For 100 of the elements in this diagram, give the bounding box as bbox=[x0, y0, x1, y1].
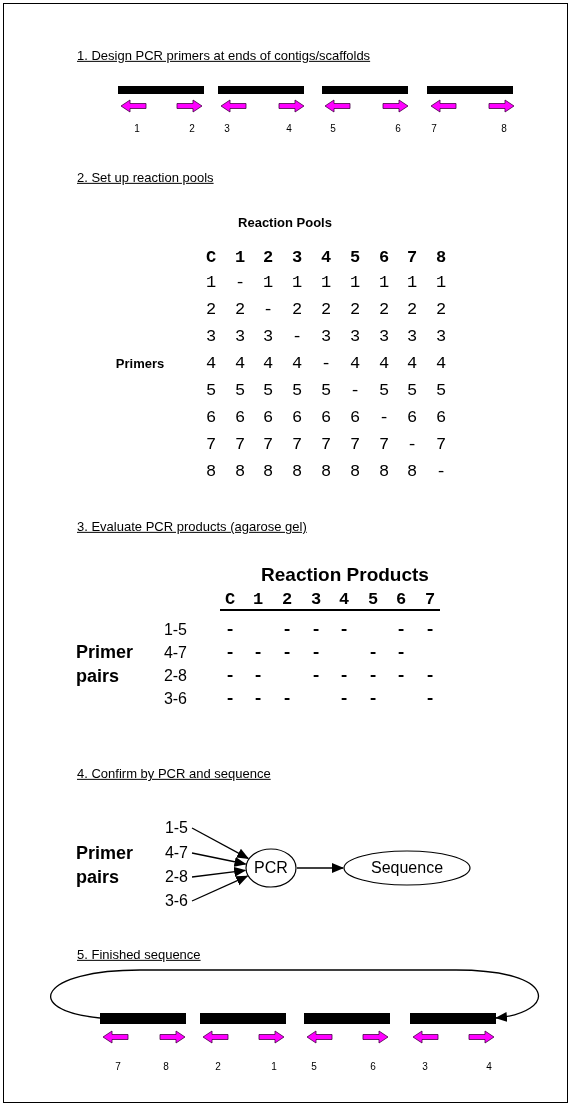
column-header: 1 bbox=[234, 248, 246, 268]
table-cell: 7 bbox=[205, 435, 217, 455]
column-header: 6 bbox=[395, 590, 407, 610]
table-cell: 3 bbox=[406, 327, 418, 347]
table-cell: 3 bbox=[378, 327, 390, 347]
arrow bbox=[191, 827, 250, 860]
table-cell: 1 bbox=[435, 273, 447, 293]
table-cell: 6 bbox=[262, 408, 274, 428]
table-cell: 7 bbox=[262, 435, 274, 455]
table-cell: - bbox=[262, 300, 274, 320]
contig-bar bbox=[304, 1012, 390, 1024]
column-header: 2 bbox=[262, 248, 274, 268]
table-title: Reaction Products bbox=[261, 564, 429, 586]
table-cell: - bbox=[424, 689, 436, 709]
table-cell: 4 bbox=[262, 354, 274, 374]
table-cell: 1 bbox=[262, 273, 274, 293]
section-heading: 1. Design PCR primers at ends of contigs/scaffolds bbox=[77, 48, 371, 64]
primer-number: 8 bbox=[501, 122, 507, 134]
table-cell: - bbox=[224, 666, 236, 686]
column-header: 8 bbox=[435, 248, 447, 268]
primer-number: 6 bbox=[370, 1060, 376, 1072]
table-cell: 1 bbox=[378, 273, 390, 293]
table-cell: 1 bbox=[320, 273, 332, 293]
table-cell: - bbox=[224, 620, 236, 640]
table-cell: - bbox=[338, 689, 350, 709]
table-cell: 3 bbox=[320, 327, 332, 347]
table-cell: 2 bbox=[291, 300, 303, 320]
table-cell: 5 bbox=[291, 381, 303, 401]
column-header: 7 bbox=[406, 248, 418, 268]
row-label: 4-7 bbox=[163, 644, 187, 662]
column-header: 6 bbox=[378, 248, 390, 268]
table-cell: - bbox=[424, 620, 436, 640]
table-cell: 4 bbox=[378, 354, 390, 374]
table-cell: - bbox=[252, 689, 264, 709]
table-cell: 5 bbox=[435, 381, 447, 401]
column-header: C bbox=[224, 590, 236, 610]
column-header: 1 bbox=[252, 590, 264, 610]
table-cell: 3 bbox=[435, 327, 447, 347]
table-cell: - bbox=[367, 643, 379, 663]
table-cell: - bbox=[406, 435, 418, 455]
table-cell: - bbox=[224, 689, 236, 709]
table-cell: - bbox=[252, 666, 264, 686]
primer-number: 5 bbox=[330, 122, 336, 134]
table-cell: 8 bbox=[262, 462, 274, 482]
table-cell: - bbox=[310, 643, 322, 663]
table-cell: - bbox=[378, 408, 390, 428]
section-heading: 2. Set up reaction pools bbox=[77, 170, 214, 186]
table-cell: 2 bbox=[205, 300, 217, 320]
table-cell: - bbox=[224, 643, 236, 663]
table-cell: 1 bbox=[291, 273, 303, 293]
table-cell: 5 bbox=[205, 381, 217, 401]
table-cell: - bbox=[395, 643, 407, 663]
table-cell: 8 bbox=[378, 462, 390, 482]
table-cell: 2 bbox=[349, 300, 361, 320]
row-label: 2-8 bbox=[163, 667, 187, 685]
table-cell: - bbox=[281, 620, 293, 640]
table-cell: 8 bbox=[234, 462, 246, 482]
table-cell: 6 bbox=[406, 408, 418, 428]
table-title: Reaction Pools bbox=[238, 215, 332, 231]
primer-number: 8 bbox=[163, 1060, 169, 1072]
table-cell: 3 bbox=[349, 327, 361, 347]
table-cell: - bbox=[281, 643, 293, 663]
table-cell: - bbox=[281, 689, 293, 709]
table-cell: 6 bbox=[349, 408, 361, 428]
table-cell: - bbox=[424, 666, 436, 686]
arrow bbox=[191, 852, 247, 867]
table-cell: 8 bbox=[205, 462, 217, 482]
column-header: 7 bbox=[424, 590, 436, 610]
table-cell: - bbox=[367, 689, 379, 709]
primer-number: 7 bbox=[431, 122, 437, 134]
column-header: 2 bbox=[281, 590, 293, 610]
arrow bbox=[50, 969, 539, 1022]
table-cell: 8 bbox=[291, 462, 303, 482]
row-label: 3-6 bbox=[163, 690, 187, 708]
table-cell: 5 bbox=[234, 381, 246, 401]
column-header: 5 bbox=[349, 248, 361, 268]
table-cell: 7 bbox=[291, 435, 303, 455]
table-cell: 7 bbox=[349, 435, 361, 455]
table-cell: 6 bbox=[234, 408, 246, 428]
row-label: 1-5 bbox=[163, 621, 187, 639]
table-cell: 4 bbox=[205, 354, 217, 374]
primer-number: 2 bbox=[215, 1060, 221, 1072]
table-cell: 6 bbox=[291, 408, 303, 428]
table-cell: 8 bbox=[320, 462, 332, 482]
table-cell: 5 bbox=[320, 381, 332, 401]
table-cell: 3 bbox=[262, 327, 274, 347]
contig-bar bbox=[200, 1012, 286, 1024]
table-cell: 2 bbox=[378, 300, 390, 320]
table-cell: 1 bbox=[406, 273, 418, 293]
table-cell: - bbox=[367, 666, 379, 686]
table-cell: 6 bbox=[435, 408, 447, 428]
pair-label: 2-8 bbox=[164, 868, 188, 886]
primer-number: 7 bbox=[115, 1060, 121, 1072]
process-ellipse: Sequence bbox=[343, 850, 471, 886]
table-cell: - bbox=[395, 666, 407, 686]
table-cell: 6 bbox=[205, 408, 217, 428]
table-cell: 7 bbox=[378, 435, 390, 455]
table-cell: 6 bbox=[320, 408, 332, 428]
primer-number: 4 bbox=[286, 122, 292, 134]
row-label: Primer pairs bbox=[76, 641, 135, 688]
